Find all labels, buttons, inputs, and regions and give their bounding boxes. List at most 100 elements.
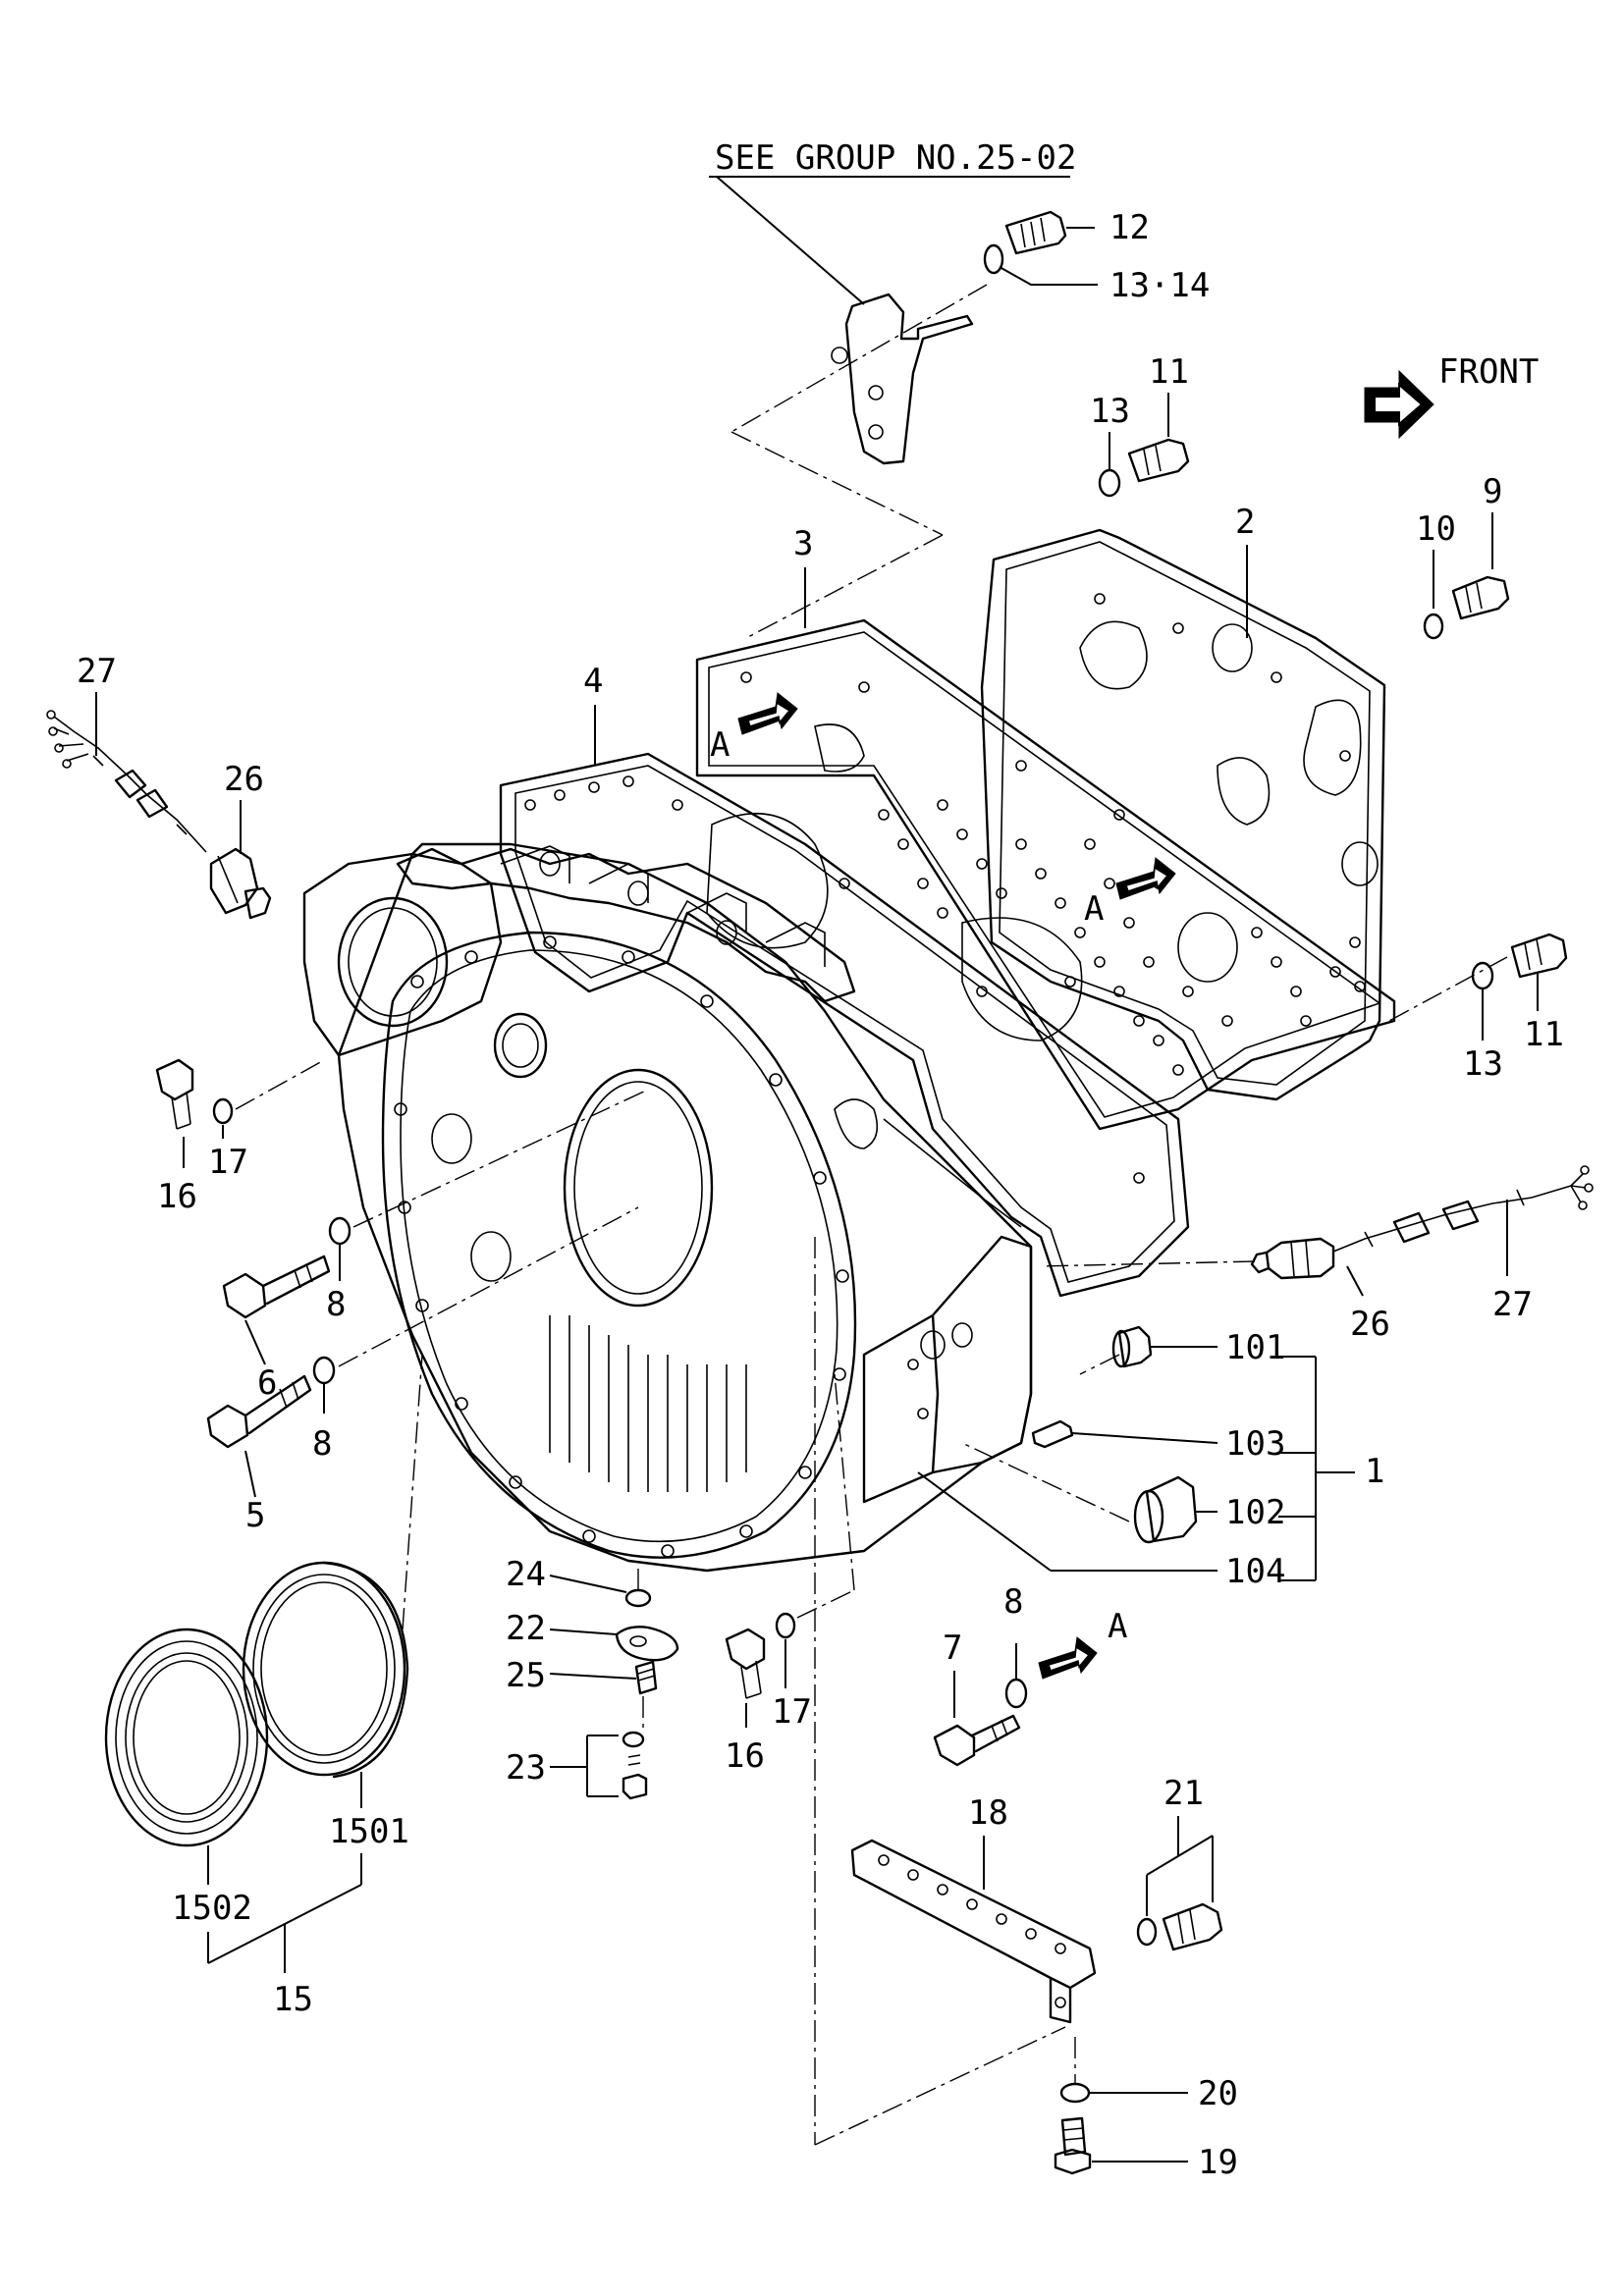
washer-17-lower [775, 1612, 796, 1639]
callout-24[interactable]: 24 [506, 1555, 546, 1594]
bolt-16-lower [725, 1628, 766, 1728]
arrow-right-icon [1038, 1636, 1098, 1680]
bolt-16-upper [155, 1058, 194, 1168]
bolt-6 [222, 1255, 331, 1365]
washer-13-14 [983, 243, 1098, 286]
bolt-11-top [1127, 438, 1190, 483]
bolt-9 [1451, 575, 1510, 620]
seal-1502 [104, 1628, 269, 1847]
callout-17-upper[interactable]: 17 [208, 1143, 248, 1182]
plug-101 [1111, 1325, 1217, 1368]
plate-3 [695, 618, 1396, 1131]
callout-7[interactable]: 7 [943, 1629, 962, 1668]
washer-8-lower [312, 1356, 336, 1385]
view-a-label-middle: A [1084, 889, 1104, 929]
callout-27-left[interactable]: 27 [77, 652, 117, 691]
callout-16-upper[interactable]: 16 [157, 1177, 197, 1216]
callout-19[interactable]: 19 [1198, 2143, 1238, 2182]
callout-1502[interactable]: 1502 [172, 1889, 252, 1928]
callout-20[interactable]: 20 [1198, 2074, 1238, 2113]
view-a-marker-upper: A [710, 692, 798, 765]
callout-25[interactable]: 25 [506, 1656, 546, 1695]
arrow-right-icon [1115, 857, 1176, 900]
flange-22 [549, 1626, 679, 1662]
callout-1[interactable]: 1 [1365, 1452, 1384, 1491]
washer-17-upper [212, 1097, 234, 1125]
callout-27-right[interactable]: 27 [1492, 1285, 1533, 1324]
seal-1501 [242, 1561, 409, 1779]
harness-27-left [46, 710, 207, 853]
view-a-label-upper: A [710, 725, 730, 765]
callout-15-bracket [207, 1853, 362, 1973]
see-group-reference[interactable]: SEE GROUP NO.25-02 [709, 138, 1076, 305]
pin-103 [1031, 1419, 1218, 1449]
see-group-label: SEE GROUP NO.25-02 [715, 138, 1076, 178]
flywheel-housing-1 [302, 842, 1033, 1573]
callout-103[interactable]: 103 [1225, 1424, 1285, 1464]
washer-8-upper [328, 1216, 352, 1246]
bolt-washer-21 [1136, 1902, 1223, 1951]
callout-1501[interactable]: 1501 [329, 1812, 409, 1851]
washer-13-top [1098, 468, 1121, 498]
callout-21[interactable]: 21 [1163, 1774, 1204, 1813]
o-ring-24 [624, 1588, 652, 1608]
callout-13-14[interactable]: 13·14 [1109, 266, 1210, 305]
callout-22[interactable]: 22 [506, 1609, 546, 1648]
bolt-washer-23 [622, 1731, 648, 1800]
callout-23-bracket [550, 1735, 619, 1797]
callout-13-right[interactable]: 13 [1463, 1044, 1503, 1084]
callout-12[interactable]: 12 [1109, 208, 1150, 247]
view-a-marker-lower: A [1038, 1607, 1127, 1680]
callout-8-lower[interactable]: 8 [312, 1424, 332, 1464]
bolt-19 [1054, 2116, 1188, 2175]
bolt-12 [1004, 210, 1095, 255]
callout-101[interactable]: 101 [1225, 1328, 1285, 1367]
washer-8-bottom [1004, 1678, 1028, 1709]
callout-10[interactable]: 10 [1416, 509, 1456, 549]
callout-26-left[interactable]: 26 [224, 760, 264, 799]
callout-1-bracket [1294, 1356, 1355, 1581]
callout-6[interactable]: 6 [257, 1363, 277, 1403]
sensor-26-left [209, 847, 272, 920]
view-a-marker-middle: A [1084, 857, 1176, 929]
callout-2[interactable]: 2 [1235, 503, 1255, 542]
callout-18[interactable]: 18 [968, 1793, 1008, 1833]
washer-20 [1059, 2082, 1091, 2104]
callout-23[interactable]: 23 [506, 1748, 546, 1788]
arrow-right-icon [737, 692, 798, 735]
gasket-4 [499, 752, 1190, 1298]
callout-11-top[interactable]: 11 [1149, 352, 1189, 392]
bolt-5 [206, 1374, 312, 1498]
front-label: FRONT [1438, 352, 1539, 392]
bracket-group-25-02 [730, 284, 988, 639]
gasket-2 [980, 528, 1386, 1101]
callout-21-bracket [1146, 1816, 1214, 1916]
callout-4[interactable]: 4 [583, 662, 603, 701]
callout-17-lower[interactable]: 17 [772, 1692, 812, 1732]
front-indicator: FRONT [1364, 352, 1539, 440]
callout-16-lower[interactable]: 16 [725, 1736, 765, 1776]
sensor-26-right [1250, 1237, 1335, 1280]
bolt-11-right [1510, 933, 1568, 1011]
washer-10 [1423, 613, 1444, 640]
plate-3-holes [740, 671, 1366, 1076]
callout-3[interactable]: 3 [793, 524, 813, 563]
front-arrow-icon [1364, 369, 1434, 440]
callout-15[interactable]: 15 [273, 1980, 313, 2019]
callout-26-right[interactable]: 26 [1350, 1305, 1390, 1344]
callout-13-top[interactable]: 13 [1090, 392, 1130, 431]
view-a-label-lower: A [1108, 1607, 1127, 1646]
callout-8-bottom[interactable]: 8 [1003, 1582, 1023, 1622]
callout-8-upper[interactable]: 8 [326, 1285, 346, 1324]
plug-25 [549, 1660, 658, 1695]
callout-11-right[interactable]: 11 [1524, 1015, 1564, 1054]
callout-9[interactable]: 9 [1483, 472, 1502, 511]
harness-27-right [1332, 1165, 1594, 1253]
callout-102[interactable]: 102 [1225, 1493, 1285, 1532]
callout-104[interactable]: 104 [1225, 1552, 1285, 1591]
bolt-7 [933, 1714, 1021, 1767]
callout-5[interactable]: 5 [245, 1496, 265, 1535]
bracket-18 [850, 1839, 1097, 2024]
bushing-102 [1133, 1475, 1217, 1544]
